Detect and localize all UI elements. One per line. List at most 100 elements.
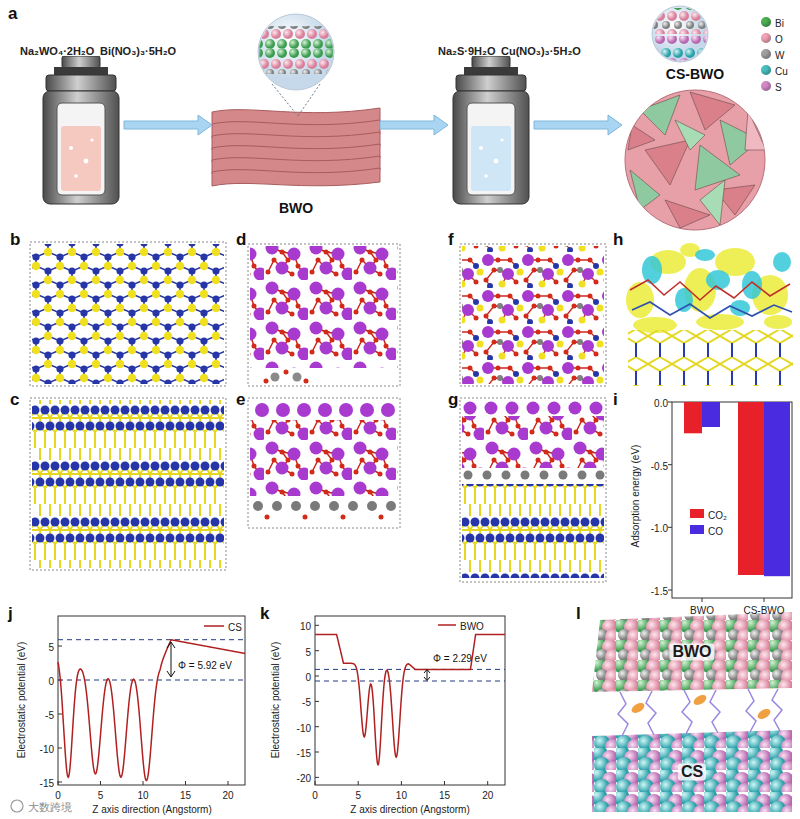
art-polygon [675,120,705,150]
art-circle [291,501,301,511]
tick-label: -5 [45,710,54,721]
annotation: Φ = 5.92 eV [178,660,232,671]
tick-label: 10 [300,622,311,633]
process-arrow [124,115,212,135]
art-circle [578,471,587,480]
bi-row [255,403,395,417]
label-box: -0.5 [651,455,668,474]
art-rect [738,402,764,575]
art-polyline [630,280,790,300]
art-polyline [746,689,756,732]
art-rect [315,616,505,785]
legend-item: O [775,28,783,47]
tick-label: 15 [180,790,191,801]
tick-label: -1.5 [651,586,668,597]
node-text-box: Na₂WO₄·2H₂O [20,40,94,59]
art-ellipse [756,707,772,721]
art-circle [297,403,311,417]
art-circle [303,515,308,520]
art-circle [339,403,353,417]
cus-top-view [32,244,224,384]
art-circle [360,403,374,417]
label-box: Electrostatic potential (eV) [264,642,283,759]
node-label: Cu(NO₃)₃·5H₂O [501,45,581,57]
cell-border [248,244,400,386]
legend-text: Bi [775,18,784,29]
art-ellipse [692,693,708,707]
art-circle [379,515,384,520]
art-circle [255,403,269,417]
art-circle [271,373,280,382]
panel-letter: d [236,230,246,249]
panel-letter: l [576,604,581,623]
cell-border [460,244,606,386]
bwo-slab [250,420,398,496]
cus-lattice [628,330,793,386]
legend-item: BWO [460,615,484,634]
label-box: 0 [48,670,54,689]
cs-bwo-sphere [625,90,766,230]
cell-border [30,398,226,570]
watermark: 大数跨境 [28,801,72,813]
bi-row [464,402,603,415]
panel-letter: f [448,230,454,249]
tick-label: -1.0 [651,523,668,534]
label-box: Z axis direction (Angstorm) [350,798,469,817]
legend-text: S [775,82,782,93]
label-box: -15 [40,772,54,791]
label-box: Φ = 2.29 eV [433,647,487,666]
art-circle [540,471,549,480]
node-label: Bi(NO₃)₃·5H₂O [100,45,176,57]
label-box: 20 [222,784,233,803]
art-rect [592,612,792,692]
art-path [424,670,430,681]
tick-label: 0 [305,672,311,683]
legend-text: O [775,34,783,45]
label-box: 5 [355,784,361,803]
art-circle [304,379,309,384]
legend-swatch [690,509,704,518]
label-box: 10 [300,616,311,635]
label-box: -1.0 [651,517,668,536]
art-circle [318,403,332,417]
tick-label: 20 [222,790,233,801]
art-circle [293,373,302,382]
label-box: -10 [40,738,54,757]
legend-item: S [775,76,782,95]
art-polyline [772,689,782,731]
art-circle [485,402,498,415]
legend-text: BWO [460,621,484,632]
layer-label: BWO [669,643,714,660]
legend-text: CO [708,526,723,537]
art-circle [596,471,605,480]
art-circle [569,402,582,415]
art-rect [652,36,708,62]
label-box: 15 [439,784,450,803]
art-circle [590,402,603,415]
label-box: 10 [137,784,148,803]
tick-label: -20 [297,774,311,785]
legend-swatch [761,33,771,43]
art-path [438,624,456,626]
autoclave [453,56,529,204]
art-circle [341,515,346,520]
art-circle [625,90,765,230]
process-arrow [380,115,448,135]
cell-border [248,398,400,528]
label-box: c [10,390,19,410]
art-polyline [710,690,720,733]
legend-swatch [690,525,704,534]
cus-slab [462,484,604,578]
art-path [58,640,245,680]
art-circle [527,402,540,415]
art-circle [310,501,320,511]
label-box: -1.5 [651,580,668,599]
art-polygon [745,110,766,150]
art-circle [502,471,511,480]
cell-border [460,398,606,582]
axis-title: Z axis direction (Angstorm) [350,804,469,815]
art-ellipse [764,315,792,329]
art-circle [521,471,530,480]
art-polygon [630,170,660,210]
